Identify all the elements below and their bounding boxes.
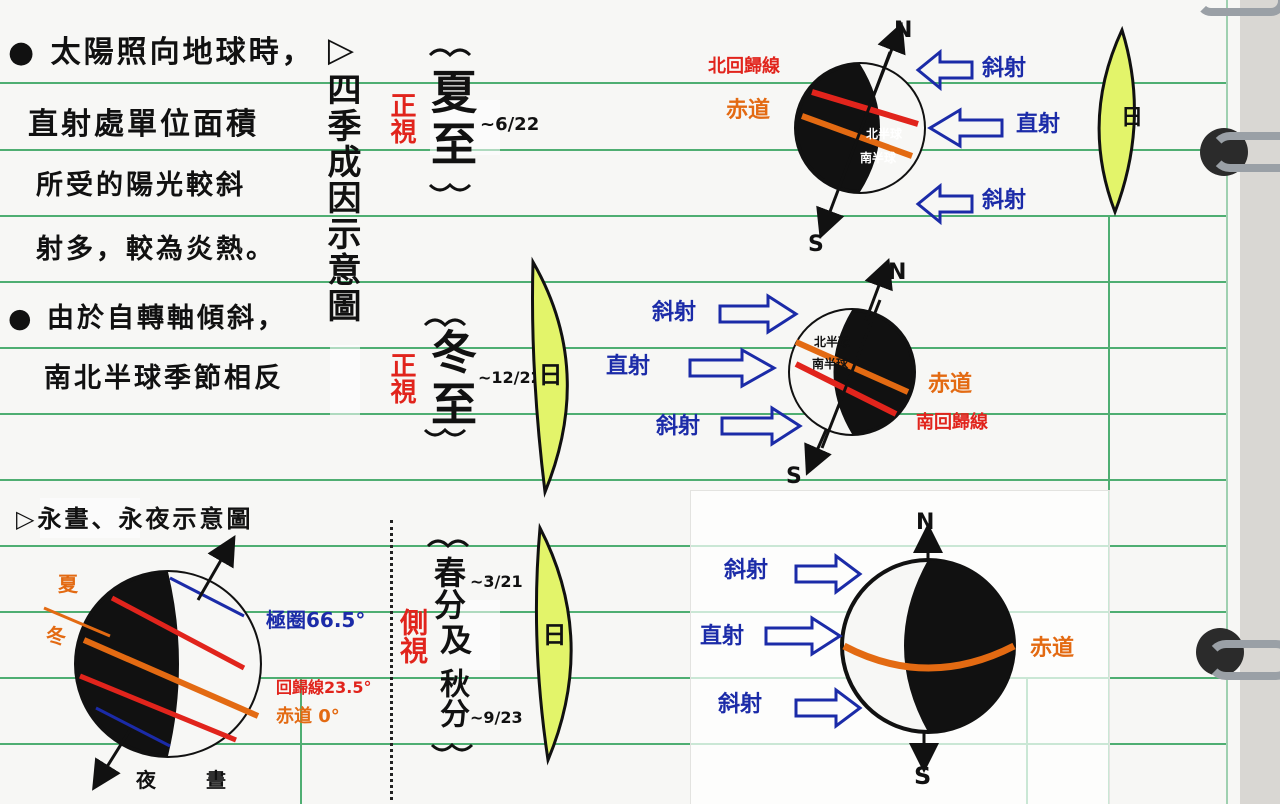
- section-title-2: ▷永晝、永夜示意圖: [16, 505, 254, 533]
- summer-ray-top: 斜射: [982, 56, 1027, 81]
- equinox-join: 及: [440, 621, 473, 659]
- polar-bottom-left: 夜: [136, 768, 156, 792]
- summer-ray-bottom: 斜射: [982, 188, 1027, 213]
- winter-globe: [788, 257, 916, 476]
- equinox-ray-top: 斜射: [724, 558, 769, 583]
- winter-tropic: 南回歸線: [916, 412, 988, 433]
- equinox-equator: 赤道: [1030, 636, 1075, 661]
- polar-arctic: 極圈66.5°: [266, 608, 366, 632]
- rule-line: [0, 677, 1226, 679]
- polar-winter: 冬: [46, 624, 66, 648]
- note-line: 射多，較為炎熱。: [36, 234, 276, 265]
- winter-ray-mid: 直射: [606, 354, 651, 379]
- polar-equator: 赤道 0°: [276, 706, 340, 727]
- note-line: 所受的陽光較斜: [36, 170, 246, 201]
- tape-patch: [330, 345, 360, 415]
- summer-tropic: 北回歸線: [708, 56, 780, 77]
- rule-line: [0, 413, 1226, 415]
- brace-mark: [426, 539, 470, 549]
- equinox-ray-mid: 直射: [700, 624, 745, 649]
- polar-tropic: 回歸線23.5°: [276, 678, 372, 697]
- summer-view-label: 正視: [386, 92, 416, 144]
- polar-globe: [43, 535, 262, 791]
- winter-view-label: 正視: [386, 352, 416, 404]
- summer-sun-label: 日: [1117, 105, 1142, 127]
- equinox-ray-bottom: 斜射: [718, 692, 763, 717]
- winter-lat-north: 北半球: [814, 335, 851, 349]
- rule-line: [0, 743, 1226, 745]
- binder-ring: [1210, 132, 1280, 172]
- tape-patch: [40, 498, 140, 538]
- winter-equator: 赤道: [928, 372, 973, 397]
- summer-equator: 赤道: [726, 98, 771, 123]
- winter-ray-bottom: 斜射: [656, 414, 701, 439]
- note-bullet-2: ● 由於自轉軸傾斜，: [8, 303, 287, 334]
- brace-mark: [423, 318, 467, 328]
- sun-shape: [1097, 25, 1136, 217]
- margin-line: [1226, 0, 1228, 804]
- equinox-view-label: 側視: [396, 608, 429, 664]
- summer-north: N: [894, 18, 913, 43]
- rule-line: [0, 149, 1226, 151]
- tape-patch: [460, 600, 500, 670]
- equinox-sun-label: 日: [538, 622, 566, 646]
- summer-ray-mid: 直射: [1016, 112, 1061, 137]
- note-bullet-1: ● 太陽照向地球時，: [8, 35, 315, 70]
- diagram-layer: [43, 22, 1136, 791]
- summer-globe: [794, 22, 926, 240]
- winter-south: S: [786, 464, 802, 489]
- summer-south: S: [808, 232, 824, 257]
- rule-line: [0, 611, 1226, 613]
- rule-vertical: [300, 677, 302, 804]
- rule-line: [0, 479, 1226, 481]
- equinox-globe: [840, 523, 1016, 773]
- rule-line: [0, 281, 1226, 283]
- summer-date: ~6/22: [480, 114, 540, 135]
- brace-mark: [430, 742, 474, 752]
- summer-lat-north: 北半球: [866, 127, 903, 141]
- note-line: 直射處單位面積: [28, 107, 259, 142]
- sun-shape: [534, 522, 573, 766]
- winter-label: 冬至: [424, 328, 478, 432]
- winter-lat-south: 南半球: [812, 357, 849, 371]
- ray-arrows-winter: [688, 293, 803, 447]
- summer-label: 夏至: [424, 68, 478, 172]
- rule-line: [0, 347, 1226, 349]
- equinox-north: N: [916, 510, 935, 535]
- equinox-south: S: [914, 762, 932, 790]
- sun-shape: [531, 256, 569, 498]
- autumn-date: ~9/23: [470, 708, 523, 727]
- winter-north: N: [888, 260, 907, 285]
- spring-date: ~3/21: [470, 572, 523, 591]
- winter-date: ~12/22: [478, 368, 542, 387]
- tape-patch: [430, 100, 500, 155]
- ray-arrows-equinox: [764, 553, 863, 729]
- ray-arrows-summer: [915, 48, 1004, 226]
- binder-ring: [1196, 0, 1280, 16]
- spring-label: 春分: [429, 556, 467, 620]
- rule-line: [0, 545, 1226, 547]
- section-title: ▷四季成因示意圖: [321, 30, 361, 324]
- binder-ring: [1206, 640, 1280, 680]
- rule-line: [0, 215, 1226, 217]
- note-line: 南北半球季節相反: [44, 363, 284, 394]
- summer-lat-south: 南半球: [860, 151, 897, 165]
- winter-sun-label: 日: [534, 362, 562, 386]
- brace-mark: [428, 48, 472, 58]
- autumn-label: 秋分: [434, 668, 469, 728]
- dotted-divider: [390, 520, 393, 800]
- polar-summer: 夏: [58, 572, 78, 596]
- notebook-card: ● 太陽照向地球時， 直射處單位面積 所受的陽光較斜 射多，較為炎熱。 ● 由於…: [0, 0, 1240, 804]
- polar-bottom-right: 晝: [206, 768, 226, 792]
- winter-ray-top: 斜射: [652, 300, 697, 325]
- brace-mark: [423, 427, 467, 437]
- rule-line: [0, 82, 1226, 84]
- brace-mark: [428, 182, 472, 192]
